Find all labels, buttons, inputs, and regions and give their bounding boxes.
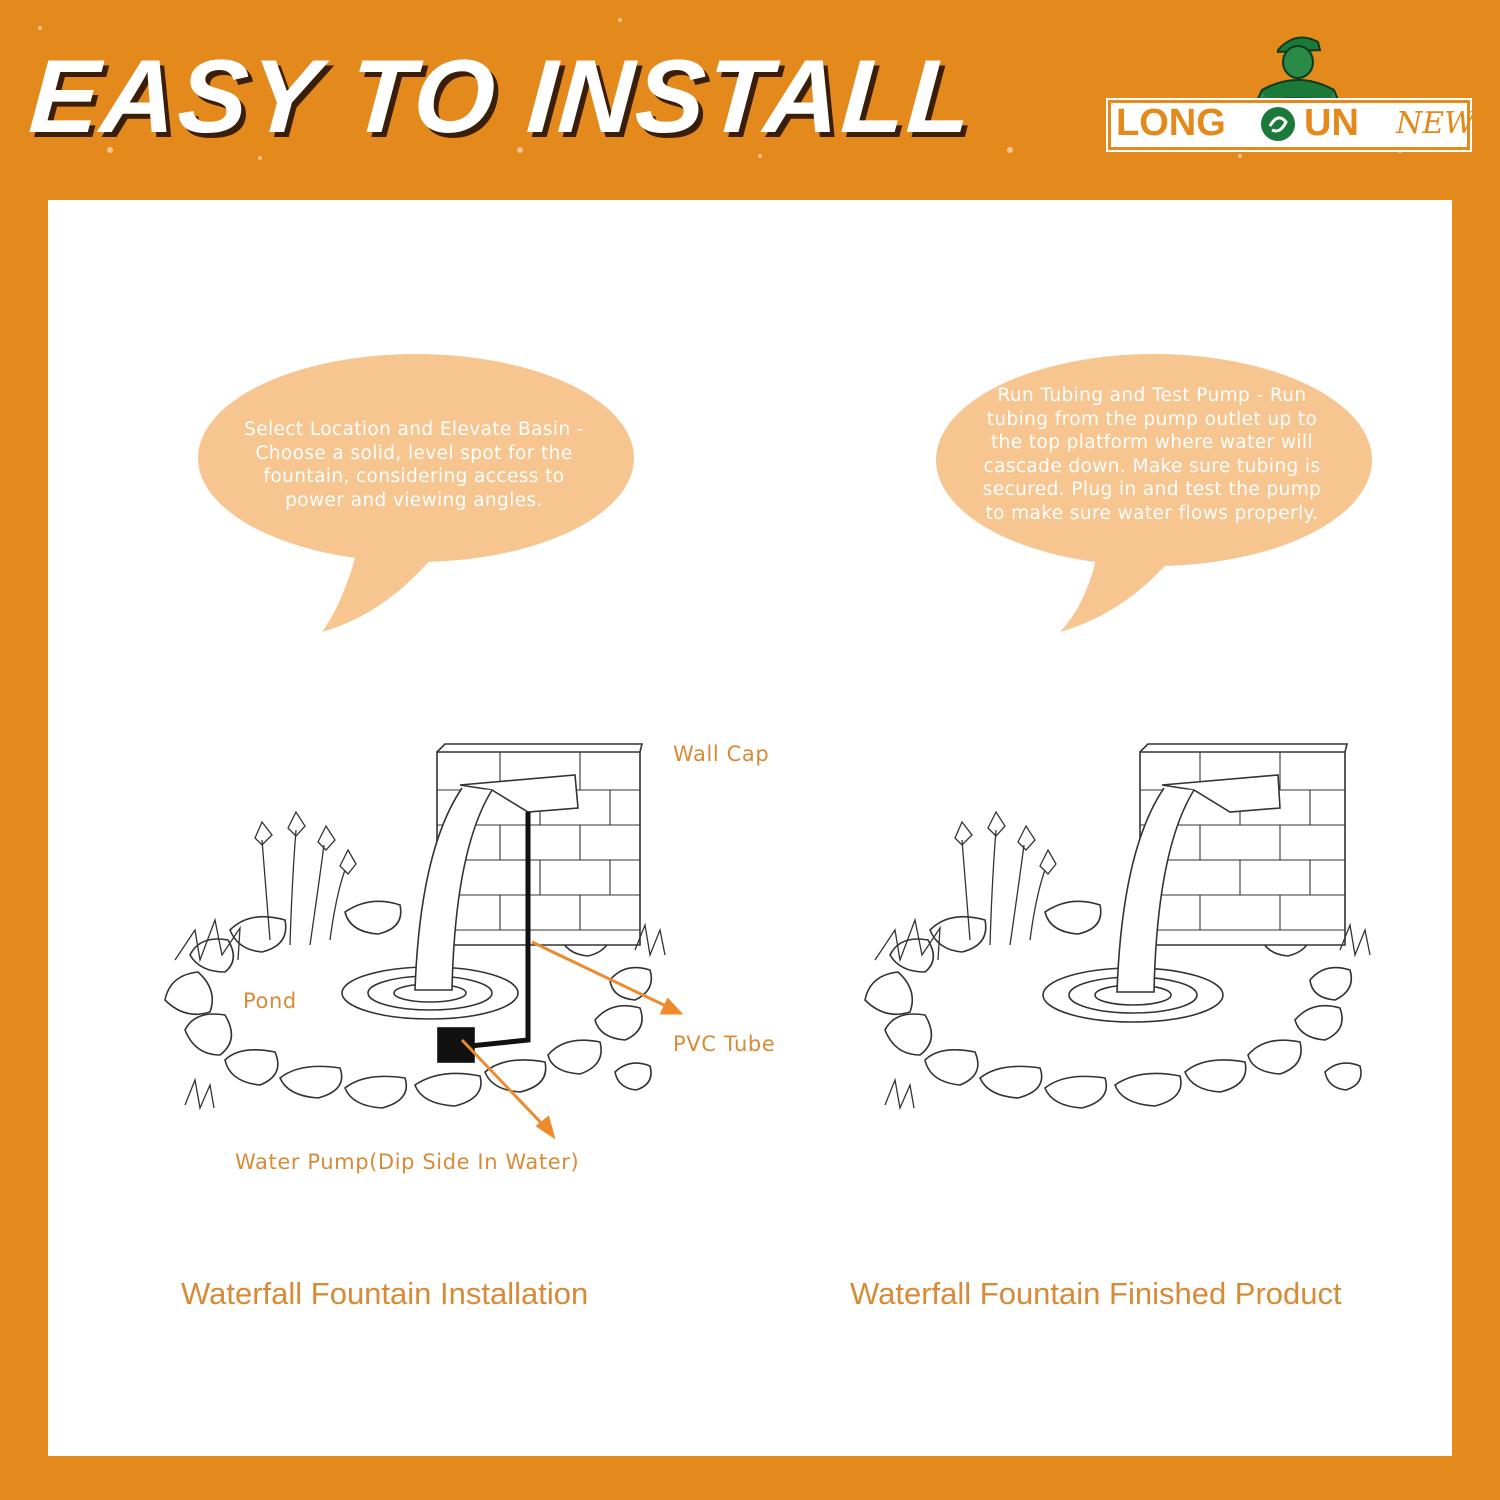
brand-text-left: LONG (1116, 102, 1226, 144)
finished-diagram (864, 743, 1371, 1111)
brand-text-right: UN (1304, 102, 1359, 144)
swirl-icon (1261, 107, 1295, 141)
banner-background (0, 0, 1500, 218)
brand-suffix: NEW (1396, 106, 1475, 141)
step-2-text: Run Tubing and Test Pump - Run tubing fr… (982, 385, 1322, 524)
step-1-text: Select Location and Elevate Basin - Choo… (244, 419, 584, 511)
label-water-pump: Water Pump(Dip Side In Water) (235, 1150, 580, 1174)
label-pvc-tube: PVC Tube (673, 1032, 776, 1056)
speech-bubble-left (198, 354, 634, 632)
speech-bubble-right (936, 354, 1372, 632)
callout-arrows (460, 940, 684, 1140)
finished-caption: Waterfall Fountain Finished Product (850, 1276, 1342, 1311)
label-pond: Pond (243, 989, 297, 1013)
installation-caption: Waterfall Fountain Installation (181, 1276, 589, 1311)
label-wall-cap: Wall Cap (673, 742, 770, 766)
brand-logo: LONG UN NEW (1106, 28, 1475, 158)
installation-diagram (164, 743, 666, 1111)
